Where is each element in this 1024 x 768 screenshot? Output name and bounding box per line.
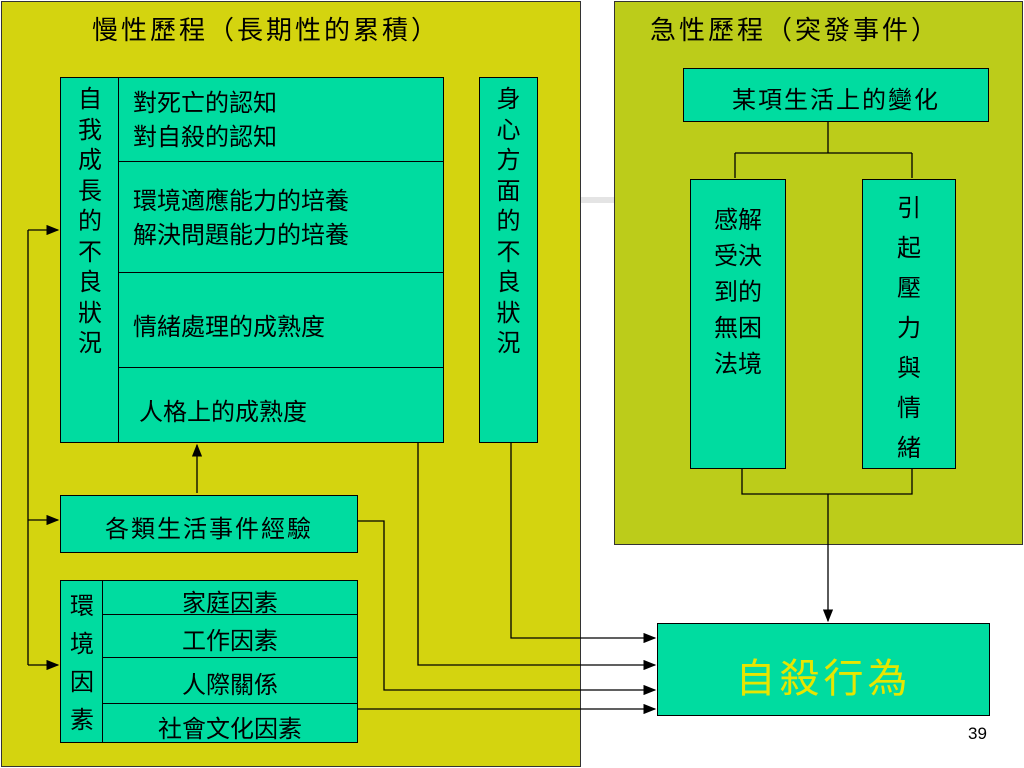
slide-number: 39 — [968, 724, 987, 743]
helpless-label: 感解受決到的無困法境 — [714, 206, 762, 378]
env-item-work: 工作因素 — [182, 627, 278, 655]
acute-branch-bottom — [741, 469, 913, 495]
arrow-physical-to-outcome — [510, 443, 657, 644]
factor-row-death-cognition: 對死亡的認知對自殺的認知 — [133, 89, 277, 151]
acute-branch-top — [734, 122, 913, 178]
suicide-behavior-label: 自殺行為 — [735, 656, 912, 702]
env-item-family: 家庭因素 — [182, 589, 278, 617]
chronic-title: 慢性歷程（長期性的累積） — [92, 16, 441, 46]
life-events-box: 各類生活事件經驗 — [60, 495, 358, 553]
factor-row-adaptation: 環境適應能力的培養解決問題能力的培養 — [133, 187, 349, 249]
stress-emotion-box: 引起壓力與情緒 — [862, 179, 956, 469]
life-events-label: 各類生活事件經驗 — [105, 515, 313, 543]
stress-emotion-label: 引起壓力與情緒 — [897, 194, 921, 462]
env-item-sociocultural: 社會文化因素 — [158, 715, 302, 743]
environment-label: 環境因素 — [70, 592, 94, 734]
life-change-box: 某項生活上的變化 — [683, 68, 989, 122]
factor-row-emotion: 情緒處理的成熟度 — [133, 313, 325, 341]
life-change-label: 某項生活上的變化 — [732, 86, 940, 114]
physical-mental-label: 身心方面的不良狀況 — [496, 85, 521, 357]
env-item-relationships: 人際關係 — [182, 671, 278, 699]
environment-items-box: 家庭因素 工作因素 人際關係 社會文化因素 — [102, 580, 358, 743]
arrow-factors-to-outcome — [417, 443, 657, 671]
acute-title: 急性歷程（突發事件） — [650, 16, 941, 46]
suicide-behavior-box: 自殺行為 — [657, 623, 990, 716]
divider-decoration — [581, 197, 614, 203]
physical-mental-box: 身心方面的不良狀況 — [479, 77, 538, 443]
arrow-life-events-to-outcome — [358, 520, 657, 696]
self-growth-box: 自我成長的不良狀況 — [60, 77, 120, 443]
helpless-box: 感解受決到的無困法境 — [690, 179, 786, 469]
self-growth-label: 自我成長的不良狀況 — [78, 85, 102, 357]
factors-box: 對死亡的認知對自殺的認知 環境適應能力的培養解決問題能力的培養 情緒處理的成熟度… — [118, 77, 444, 443]
factor-row-personality: 人格上的成熟度 — [139, 398, 307, 426]
